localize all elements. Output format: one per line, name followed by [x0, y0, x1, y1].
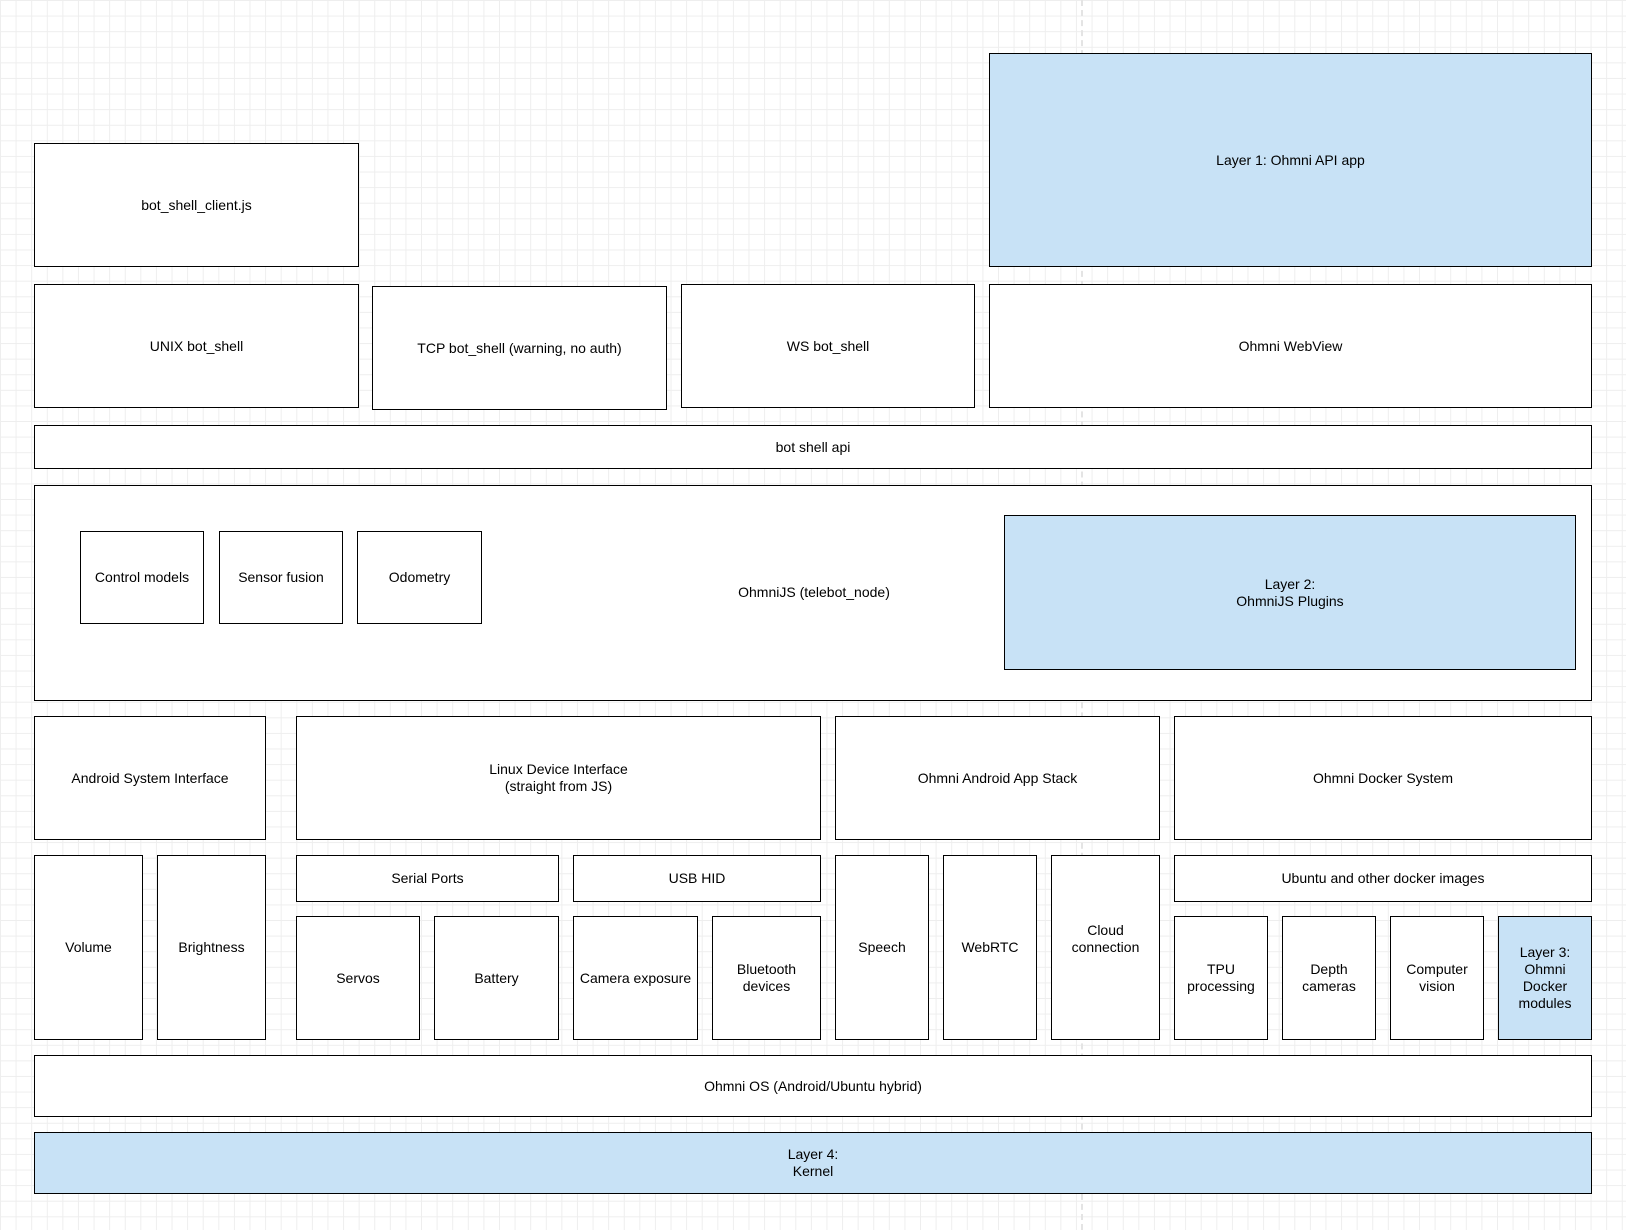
ohmni-docker-system-box: Ohmni Docker System [1174, 716, 1592, 840]
serial-ports-box: Serial Ports [296, 855, 559, 902]
usb-hid-box: USB HID [573, 855, 821, 902]
bluetooth-devices-box: Bluetooth devices [712, 916, 821, 1040]
battery-box: Battery [434, 916, 559, 1040]
computer-vision-box: Computer vision [1390, 916, 1484, 1040]
depth-cameras-box: Depth cameras [1282, 916, 1376, 1040]
linux-device-interface-box: Linux Device Interface (straight from JS… [296, 716, 821, 840]
ohmni-android-app-stack-box: Ohmni Android App Stack [835, 716, 1160, 840]
bot-shell-client-box: bot_shell_client.js [34, 143, 359, 267]
odometry-box: Odometry [357, 531, 482, 624]
cloud-connection-box: Cloud connection [1051, 855, 1160, 1040]
bot-shell-api-bar: bot shell api [34, 425, 1592, 469]
speech-box: Speech [835, 855, 929, 1040]
ws-bot-shell-box: WS bot_shell [681, 284, 975, 408]
ohmni-webview-box: Ohmni WebView [989, 284, 1592, 408]
android-system-interface-box: Android System Interface [34, 716, 266, 840]
servos-box: Servos [296, 916, 420, 1040]
camera-exposure-box: Camera exposure [573, 916, 698, 1040]
unix-bot-shell-box: UNIX bot_shell [34, 284, 359, 408]
webrtc-box: WebRTC [943, 855, 1037, 1040]
layer2-plugins-box: Layer 2: OhmniJS Plugins [1004, 515, 1576, 670]
control-models-box: Control models [80, 531, 204, 624]
ohmni-os-bar: Ohmni OS (Android/Ubuntu hybrid) [34, 1055, 1592, 1117]
layer1-api-app-box: Layer 1: Ohmni API app [989, 53, 1592, 267]
layer3-docker-modules-box: Layer 3: Ohmni Docker modules [1498, 916, 1592, 1040]
brightness-box: Brightness [157, 855, 266, 1040]
sensor-fusion-box: Sensor fusion [219, 531, 343, 624]
ubuntu-docker-images-box: Ubuntu and other docker images [1174, 855, 1592, 902]
tcp-bot-shell-box: TCP bot_shell (warning, no auth) [372, 286, 667, 410]
tpu-processing-box: TPU processing [1174, 916, 1268, 1040]
volume-box: Volume [34, 855, 143, 1040]
layer4-kernel-bar: Layer 4: Kernel [34, 1132, 1592, 1194]
ohmnijs-title: OhmniJS (telebot_node) [738, 584, 890, 600]
